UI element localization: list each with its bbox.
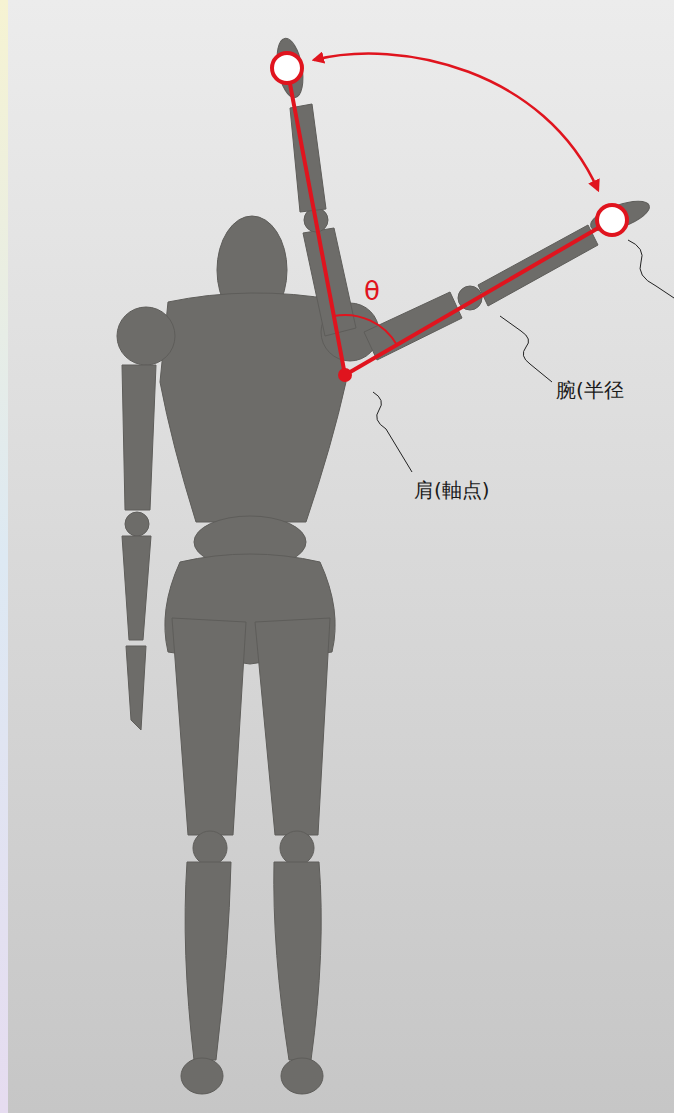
- radius-line: [345, 220, 612, 375]
- end-point: [597, 205, 627, 235]
- part-label: 肩(軸点): [414, 478, 490, 502]
- end-point: [272, 53, 302, 83]
- mannequin: [117, 36, 653, 1094]
- edge-strip: [0, 0, 8, 1113]
- radius-geometry: [272, 53, 627, 382]
- leader-lines: [373, 240, 674, 472]
- angle-symbol: θ: [364, 276, 380, 307]
- radius-line: [287, 68, 345, 375]
- leader-line: [628, 240, 674, 298]
- part-label: 腕(半径: [556, 378, 624, 402]
- motion-arrow: [314, 54, 598, 190]
- leader-line: [500, 316, 552, 382]
- leader-line: [373, 392, 412, 472]
- angle-arc: [334, 315, 397, 345]
- pivot-dot: [338, 368, 352, 382]
